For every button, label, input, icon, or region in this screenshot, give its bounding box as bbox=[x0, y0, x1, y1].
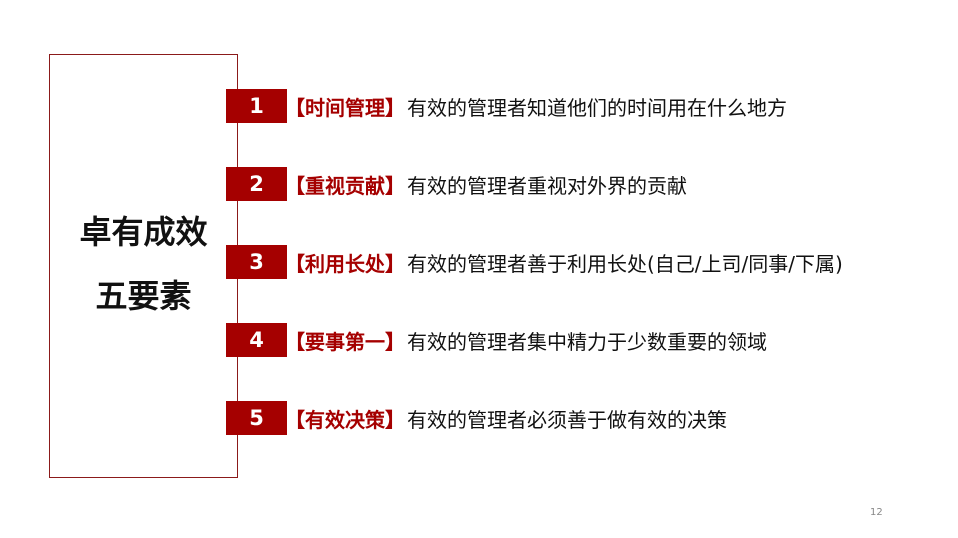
number-badge: 3 bbox=[226, 245, 287, 279]
title-line-1: 卓有成效 bbox=[79, 213, 208, 251]
item-description: 有效的管理者重视对外界的贡献 bbox=[407, 173, 687, 198]
number-badge: 4 bbox=[226, 323, 287, 357]
item-description: 有效的管理者集中精力于少数重要的领域 bbox=[407, 329, 767, 354]
page-number: 12 bbox=[870, 507, 883, 518]
title-frame bbox=[49, 54, 238, 478]
list-item: 1 【时间管理】 有效的管理者知道他们的时间用在什么地方 bbox=[226, 89, 787, 123]
slide-title: 卓有成效 五要素 bbox=[49, 200, 238, 328]
title-line-2: 五要素 bbox=[95, 277, 192, 315]
number-badge: 1 bbox=[226, 89, 287, 123]
item-keyword: 【时间管理】 bbox=[285, 95, 405, 120]
item-description: 有效的管理者知道他们的时间用在什么地方 bbox=[407, 95, 787, 120]
item-description: 有效的管理者善于利用长处(自己/上司/同事/下属) bbox=[407, 251, 843, 276]
item-description: 有效的管理者必须善于做有效的决策 bbox=[407, 407, 727, 432]
list-item: 5 【有效决策】 有效的管理者必须善于做有效的决策 bbox=[226, 401, 727, 435]
list-item: 3 【利用长处】 有效的管理者善于利用长处(自己/上司/同事/下属) bbox=[226, 245, 843, 279]
item-keyword: 【有效决策】 bbox=[285, 407, 405, 432]
item-keyword: 【重视贡献】 bbox=[285, 173, 405, 198]
list-item: 4 【要事第一】 有效的管理者集中精力于少数重要的领域 bbox=[226, 323, 767, 357]
number-badge: 2 bbox=[226, 167, 287, 201]
list-item: 2 【重视贡献】 有效的管理者重视对外界的贡献 bbox=[226, 167, 687, 201]
number-badge: 5 bbox=[226, 401, 287, 435]
item-keyword: 【要事第一】 bbox=[285, 329, 405, 354]
item-keyword: 【利用长处】 bbox=[285, 251, 405, 276]
